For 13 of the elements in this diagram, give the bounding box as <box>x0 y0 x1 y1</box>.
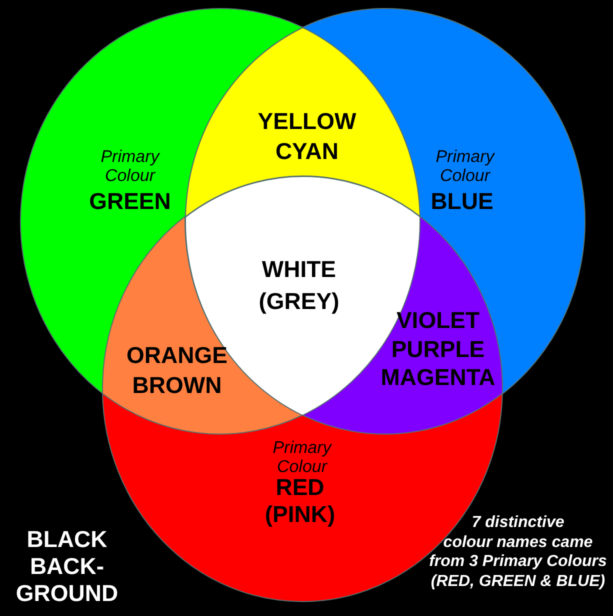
top-overlap-region <box>184 26 420 218</box>
background-label: BLACK BACK- GROUND <box>16 526 118 607</box>
colour-name: WHITE (GREY) <box>258 255 340 316</box>
colour-name: BLUE <box>430 187 494 216</box>
caption-text: Primary Colour <box>436 146 494 185</box>
caption-text: Primary Colour <box>100 146 160 185</box>
colour-name: ORANGE BROWN <box>126 340 228 400</box>
footnote-text: 7 distinctive colour names came from 3 Primary Colours (RED, GREEN & BLUE) <box>429 513 607 591</box>
colour-name: RED (PINK) <box>264 474 336 528</box>
caption-text: Primary Colour <box>272 438 332 476</box>
colour-name: GREEN <box>89 187 171 216</box>
colour-name: VIOLET PURPLE MAGENTA <box>380 306 496 392</box>
colour-name: YELLOW CYAN <box>258 107 356 166</box>
